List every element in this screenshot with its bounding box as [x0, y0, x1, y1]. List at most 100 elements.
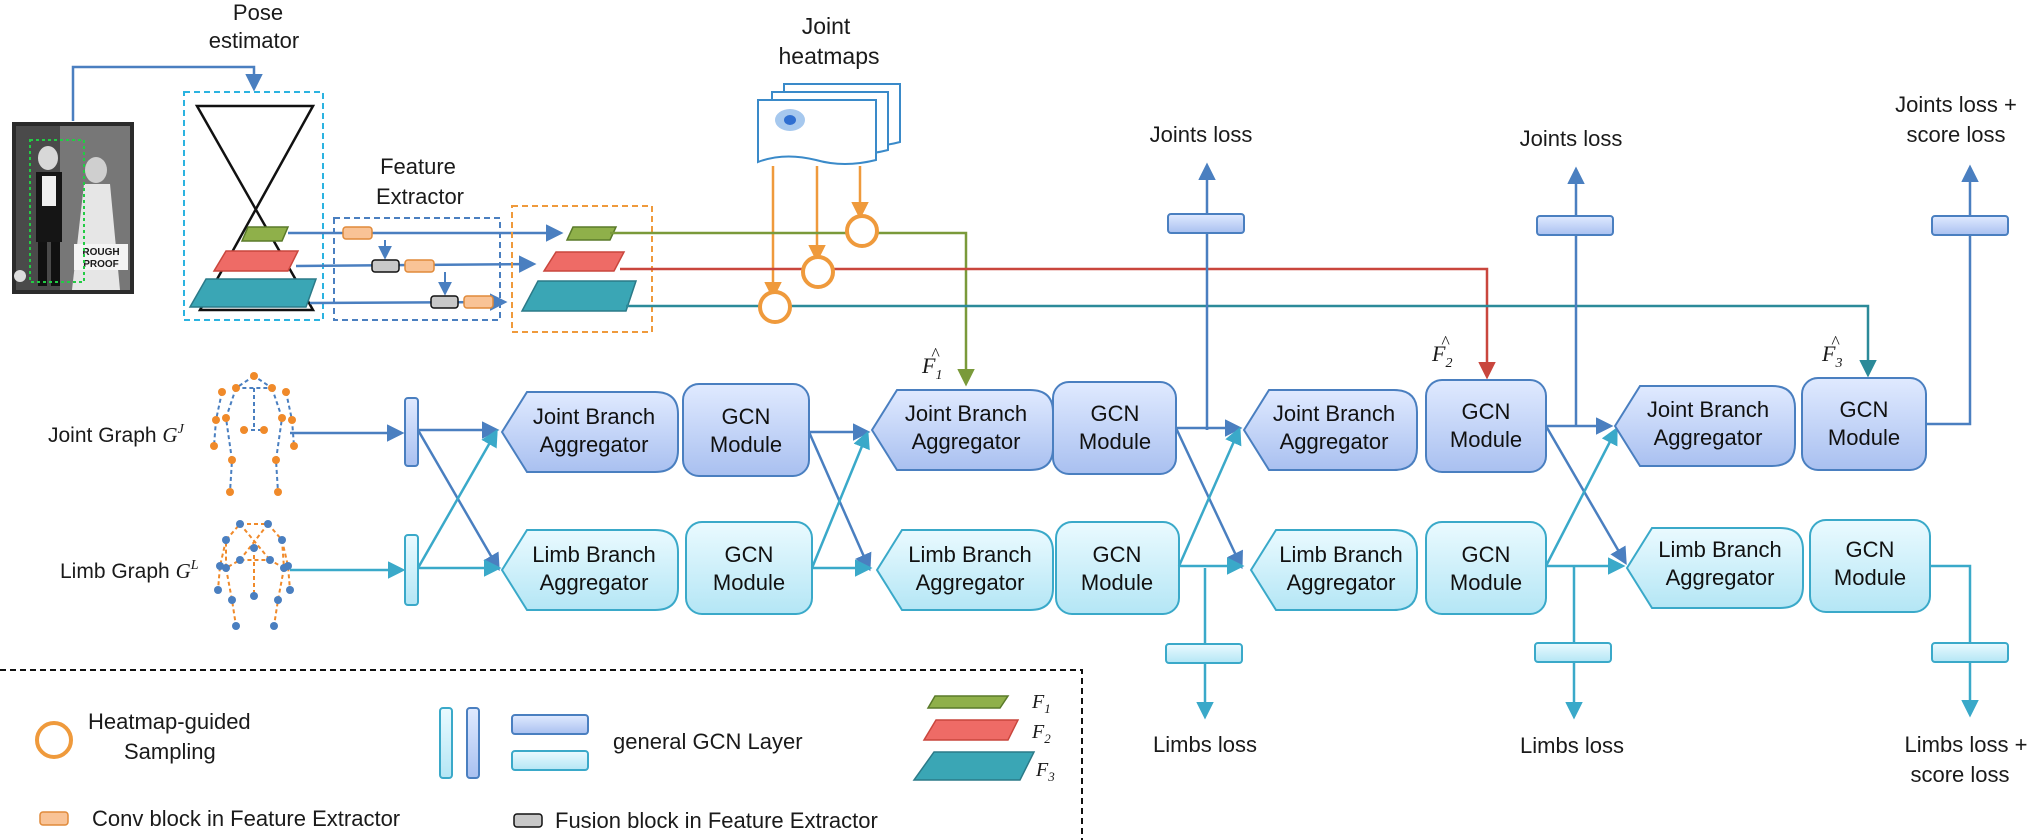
s2-limb-cross: [810, 430, 870, 569]
final-limbs-loss-layer: [1931, 642, 2009, 663]
feature-extractor-title-2: Extractor: [376, 184, 464, 209]
f3-route: [626, 304, 1877, 378]
proof-stamp-line2: PROOF: [83, 259, 119, 270]
f2-route: [620, 267, 1496, 380]
svg-text:GCN: GCN: [1093, 542, 1142, 567]
extracted-feature-f3: [520, 280, 638, 312]
stage4-limb-gcn: GCN Module: [1809, 519, 1931, 613]
s2-limbs-loss-label: Limbs loss: [1153, 732, 1257, 757]
joint-graph-label: Joint Graph GJ: [48, 422, 185, 447]
final-limbs-loss-label-2: score loss: [1910, 762, 2009, 787]
legend-limb-layer-horizontal: [511, 750, 589, 771]
stage3-limb-gcn: GCN Module: [1425, 521, 1547, 615]
legend-heatmap-icon: [35, 721, 73, 759]
person-bbox: [29, 139, 85, 283]
f1-route: [610, 231, 975, 387]
heatmaps-title-2: heatmaps: [778, 43, 879, 69]
stage4-joint-aggregator: Joint Branch Aggregator: [1613, 385, 1796, 467]
legend-limb-layer-vertical: [439, 707, 453, 779]
hourglass-network: [194, 104, 316, 312]
stage1-limb-aggregator: Limb Branch Aggregator: [500, 529, 679, 611]
legend-border: [0, 669, 1083, 840]
final-joints-loss-label-1: Joints loss +: [1895, 92, 2017, 117]
svg-text:Module: Module: [713, 570, 785, 595]
pose-estimator-box: [183, 91, 324, 321]
legend-gcn-layer-label: general GCN Layer: [613, 729, 803, 754]
s3-limb-cross: [1177, 426, 1242, 567]
stage4-limb-aggregator: Limb Branch Aggregator: [1625, 527, 1804, 609]
stage3-limb-aggregator: Limb Branch Aggregator: [1249, 529, 1418, 611]
legend-fusion-icon: [513, 813, 543, 828]
heatmaps-title-1: Joint: [802, 13, 851, 39]
conv-block-1: [342, 226, 373, 240]
svg-text:Module: Module: [1081, 570, 1153, 595]
s2-limbs-loss-layer: [1165, 643, 1243, 664]
legend-f1-label: F1: [1031, 691, 1051, 716]
legend-conv-label: Conv block in Feature Extractor: [92, 806, 400, 831]
svg-text:Aggregator: Aggregator: [1280, 429, 1389, 454]
svg-text:GCN: GCN: [1091, 401, 1140, 426]
stage4-joint-gcn: GCN Module: [1801, 377, 1927, 471]
joint-graph-nodes: [210, 372, 298, 496]
svg-text:Joint Branch: Joint Branch: [533, 404, 655, 429]
svg-text:Module: Module: [1079, 429, 1151, 454]
legend-f3-icon: [912, 751, 1036, 781]
stage1-joint-gcn: GCN Module: [682, 383, 810, 477]
feature-extractor-box: [333, 217, 501, 321]
s4-limb-cross: [1544, 426, 1618, 567]
pose-estimator-title-2: estimator: [209, 28, 299, 53]
s3-joints-loss-label: Joints loss: [1520, 126, 1623, 151]
stage2-limb-aggregator: Limb Branch Aggregator: [875, 529, 1054, 611]
svg-text:Limb Branch: Limb Branch: [532, 542, 656, 567]
svg-text:Aggregator: Aggregator: [916, 570, 1025, 595]
feature-label-f2: F2: [1431, 341, 1452, 371]
svg-text:Module: Module: [1834, 565, 1906, 590]
feature-label-f1-hat: ^: [931, 344, 940, 364]
legend-heatmap-label-1: Heatmap-guided: [88, 709, 251, 734]
s4-joint-cross: [1544, 425, 1627, 566]
svg-text:Limb Branch: Limb Branch: [1279, 542, 1403, 567]
s1-limb-cross: [416, 428, 498, 569]
limb-graph-nodes: [214, 520, 294, 630]
stage2-joint-gcn: GCN Module: [1052, 381, 1177, 475]
conv-block-3: [463, 295, 494, 309]
svg-text:GCN: GCN: [1840, 397, 1889, 422]
svg-text:Aggregator: Aggregator: [540, 570, 649, 595]
svg-text:Module: Module: [1450, 427, 1522, 452]
stage3-joint-aggregator: Joint Branch Aggregator: [1242, 389, 1418, 471]
svg-text:Aggregator: Aggregator: [540, 432, 649, 457]
heatmap-sampling-f2: [801, 255, 835, 289]
limb-gcn-layer-input: [404, 534, 419, 606]
svg-text:Joint Branch: Joint Branch: [905, 401, 1027, 426]
svg-text:Module: Module: [1450, 570, 1522, 595]
heatmap-sampling-f3: [758, 290, 792, 324]
feature-label-f1: F1: [921, 353, 942, 383]
stage1-joint-aggregator: Joint Branch Aggregator: [500, 391, 679, 473]
feature-label-f2-hat: ^: [1441, 332, 1450, 352]
proof-stamp-line1: ROUGH: [82, 247, 119, 258]
s3-limbs-loss-layer: [1534, 642, 1612, 663]
svg-text:Module: Module: [1828, 425, 1900, 450]
feature-extractor-title-1: Feature: [380, 154, 456, 179]
joint-heatmap-stack: [757, 83, 901, 165]
stage1-limb-gcn: GCN Module: [685, 521, 813, 615]
svg-text:Joint Branch: Joint Branch: [1273, 401, 1395, 426]
s3-limbs-loss-label: Limbs loss: [1520, 733, 1624, 758]
final-joints-loss-label-2: score loss: [1906, 122, 2005, 147]
input-photo: ROUGH PROOF: [12, 122, 134, 294]
pose-feature-f3: [188, 278, 318, 308]
fusion-block-2: [430, 295, 459, 309]
extracted-feature-f2: [542, 251, 626, 272]
heatmap-sampling-f1: [845, 214, 879, 248]
svg-text:Aggregator: Aggregator: [1287, 570, 1396, 595]
final-limbs-arrow: [1930, 564, 1979, 718]
svg-text:Limb Branch: Limb Branch: [1658, 537, 1782, 562]
legend-f1-icon: [926, 695, 1010, 709]
legend-heatmap-label-2: Sampling: [124, 739, 216, 764]
conv-block-2: [404, 259, 435, 273]
photo-to-pose-arrow: [71, 65, 263, 121]
svg-text:GCN: GCN: [722, 404, 771, 429]
svg-text:Aggregator: Aggregator: [1666, 565, 1775, 590]
limb-graph-label: Limb Graph GL: [60, 558, 199, 583]
